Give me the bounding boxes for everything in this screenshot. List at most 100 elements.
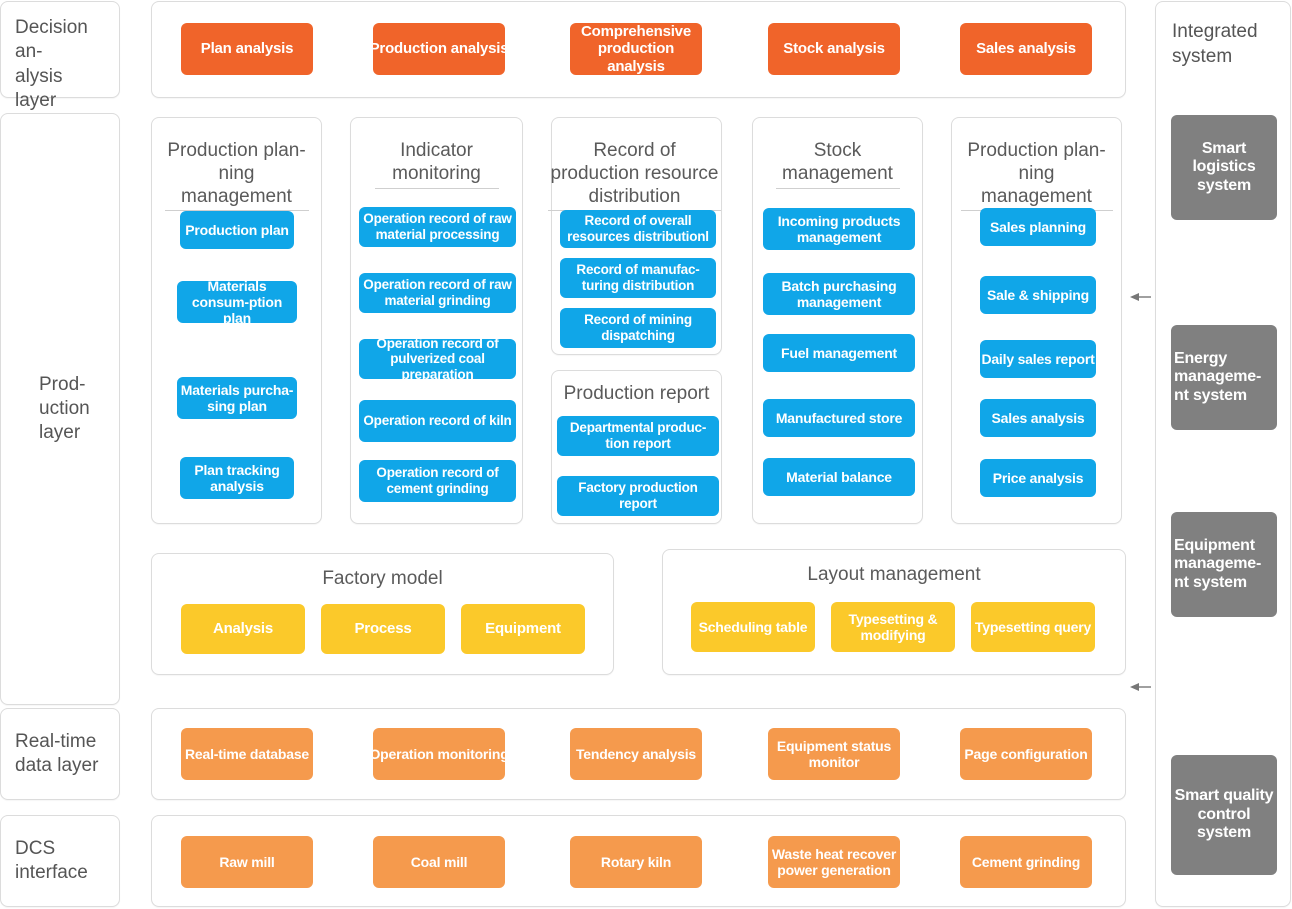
dcs-button-rotary-kiln[interactable]: Rotary kiln <box>570 836 702 888</box>
button-label: Raw mill <box>219 853 275 870</box>
button-label: Batch purchasing management <box>781 277 897 310</box>
realtime-button-equipment-status-monitor[interactable]: Equipment status monitor <box>768 728 900 780</box>
panel-title: Indicator monitoring <box>374 140 499 189</box>
button-incoming-products-management[interactable]: Incoming products management <box>763 208 915 250</box>
button-typesetting-query[interactable]: Typesetting query <box>971 602 1095 652</box>
button-label: Coal mill <box>410 853 468 870</box>
layer-label-decision-text: Decision an- alysis layer <box>15 17 88 111</box>
layer-label-dcs-text: DCS interface <box>15 837 88 883</box>
button-scheduling-table[interactable]: Scheduling table <box>691 602 815 652</box>
button-label: Typesetting query <box>974 618 1092 635</box>
button-label: Record of overall resources distribution… <box>567 213 709 244</box>
button-operation-record-pulverized-coal-preparation[interactable]: Operation record of pulverized coal prep… <box>359 336 516 382</box>
button-price-analysis[interactable]: Price analysis <box>980 459 1096 497</box>
realtime-button-page-configuration[interactable]: Page configuration <box>960 728 1092 780</box>
button-label: Sales analysis <box>976 40 1076 58</box>
button-record-of-mining-dispatching[interactable]: Record of mining dispatching <box>560 308 716 348</box>
panel-title: Factory model <box>322 568 443 589</box>
button-materials-consumption-plan[interactable]: Materials consum-ption plan <box>177 277 297 327</box>
dcs-interface-layer-panel: Raw mill Coal mill Rotary kiln Waste hea… <box>151 815 1126 907</box>
button-factory-production-report[interactable]: Factory production report <box>557 476 719 516</box>
decision-button-stock-analysis[interactable]: Stock analysis <box>768 23 900 75</box>
layer-label-decision: Decision an- alysis layer <box>0 1 120 111</box>
button-operation-record-raw-material-grinding[interactable]: Operation record of raw material grindin… <box>359 273 516 313</box>
button-sales-planning[interactable]: Sales planning <box>980 208 1096 246</box>
button-label: Factory production report <box>578 480 698 511</box>
button-label: Operation record of raw material process… <box>363 211 512 242</box>
button-fuel-management[interactable]: Fuel management <box>763 334 915 372</box>
button-equipment-management-system[interactable]: Equipment manageme-nt system <box>1171 512 1277 617</box>
button-label: Materials purcha-sing plan <box>180 381 294 414</box>
button-label: Real-time database <box>184 745 309 762</box>
button-label: Scheduling table <box>698 618 808 635</box>
button-label: Rotary kiln <box>600 853 672 870</box>
button-label: Departmental produc-tion report <box>569 420 707 451</box>
decision-button-plan-analysis[interactable]: Plan analysis <box>181 23 313 75</box>
button-smart-logistics-system[interactable]: Smart logistics system <box>1171 115 1277 220</box>
button-record-of-overall-resources-distribution[interactable]: Record of overall resources distribution… <box>560 210 716 248</box>
button-smart-quality-control-system[interactable]: Smart quality control system <box>1171 755 1277 875</box>
button-label: Cement grinding <box>971 853 1081 870</box>
button-sale-and-shipping[interactable]: Sale & shipping <box>980 276 1096 314</box>
button-departmental-production-report[interactable]: Departmental produc-tion report <box>557 416 719 456</box>
panel-production-planning-management: Production plan-ning management Producti… <box>151 117 322 524</box>
button-production-plan[interactable]: Production plan <box>180 211 294 249</box>
realtime-button-tendency-analysis[interactable]: Tendency analysis <box>570 728 702 780</box>
dcs-button-coal-mill[interactable]: Coal mill <box>373 836 505 888</box>
dcs-button-cement-grinding[interactable]: Cement grinding <box>960 836 1092 888</box>
button-manufactured-store[interactable]: Manufactured store <box>763 399 915 437</box>
button-label: Tendency analysis <box>575 745 697 762</box>
button-sales-analysis[interactable]: Sales analysis <box>980 399 1096 437</box>
layer-label-dcs: DCS interface <box>0 815 120 907</box>
layer-label-production: Prod- uction layer <box>0 113 120 705</box>
button-record-of-manufacturing-distribution[interactable]: Record of manufac-turing distribution <box>560 258 716 298</box>
button-batch-purchasing-management[interactable]: Batch purchasing management <box>763 273 915 315</box>
button-label: Operation record of cement grinding <box>376 465 499 496</box>
button-label: Operation record of raw material grindin… <box>363 277 512 308</box>
button-factory-model-analysis[interactable]: Analysis <box>181 604 305 654</box>
panel-title: Production plan-ning management <box>164 140 309 212</box>
panel-title: Production report <box>563 383 710 404</box>
button-label: Stock analysis <box>783 40 885 58</box>
panel-sales-planning-management: Production plan-ning management Sales pl… <box>951 117 1122 524</box>
button-label: Materials consum-ption plan <box>191 277 283 327</box>
button-label: Record of manufac-turing distribution <box>576 262 700 293</box>
dcs-button-raw-mill[interactable]: Raw mill <box>181 836 313 888</box>
button-label: Comprehensive production analysis <box>581 23 691 75</box>
button-label: Incoming products management <box>777 212 901 245</box>
decision-button-comprehensive-production-analysis[interactable]: Comprehensive production analysis <box>570 23 702 75</box>
realtime-button-operation-monitoring[interactable]: Operation monitoring <box>369 728 509 780</box>
button-operation-record-cement-grinding[interactable]: Operation record of cement grinding <box>359 460 516 502</box>
arrow-left-icon-production <box>1130 289 1152 305</box>
button-energy-management-system[interactable]: Energy manageme-nt system <box>1171 325 1277 430</box>
dcs-button-waste-heat-recover-power-generation[interactable]: Waste heat recover power generation <box>768 836 900 888</box>
button-typesetting-and-modifying[interactable]: Typesetting & modifying <box>831 602 955 652</box>
panel-title: Production plan-ning management <box>960 140 1113 212</box>
panel-indicator-monitoring: Indicator monitoring Operation record of… <box>350 117 523 524</box>
button-material-balance[interactable]: Material balance <box>763 458 915 496</box>
button-label: Waste heat recover power generation <box>771 845 897 878</box>
button-label: Typesetting & modifying <box>848 610 938 643</box>
button-operation-record-raw-material-processing[interactable]: Operation record of raw material process… <box>359 207 516 247</box>
button-daily-sales-report[interactable]: Daily sales report <box>980 340 1096 378</box>
button-label: Fuel management <box>780 344 898 361</box>
decision-button-production-analysis[interactable]: Production analysis <box>370 23 509 75</box>
decision-button-sales-analysis[interactable]: Sales analysis <box>960 23 1092 75</box>
button-label: Material balance <box>786 468 892 485</box>
button-label: Operation monitoring <box>369 745 509 762</box>
button-plan-tracking-analysis[interactable]: Plan tracking analysis <box>180 457 294 499</box>
button-label: Record of mining dispatching <box>584 312 692 343</box>
button-label: Energy manageme-nt system <box>1174 349 1262 404</box>
panel-title: Record of production resource distributi… <box>548 140 721 212</box>
button-label: Equipment <box>485 620 561 638</box>
button-label: Smart logistics system <box>1192 139 1256 194</box>
button-label: Sale & shipping <box>986 286 1089 303</box>
button-factory-model-process[interactable]: Process <box>321 604 445 654</box>
button-operation-record-of-kiln[interactable]: Operation record of kiln <box>359 400 516 442</box>
button-label: Sales planning <box>990 218 1086 235</box>
realtime-button-real-time-database[interactable]: Real-time database <box>181 728 313 780</box>
button-factory-model-equipment[interactable]: Equipment <box>461 604 585 654</box>
button-materials-purchasing-plan[interactable]: Materials purcha-sing plan <box>177 377 297 419</box>
button-label: Analysis <box>212 620 274 638</box>
